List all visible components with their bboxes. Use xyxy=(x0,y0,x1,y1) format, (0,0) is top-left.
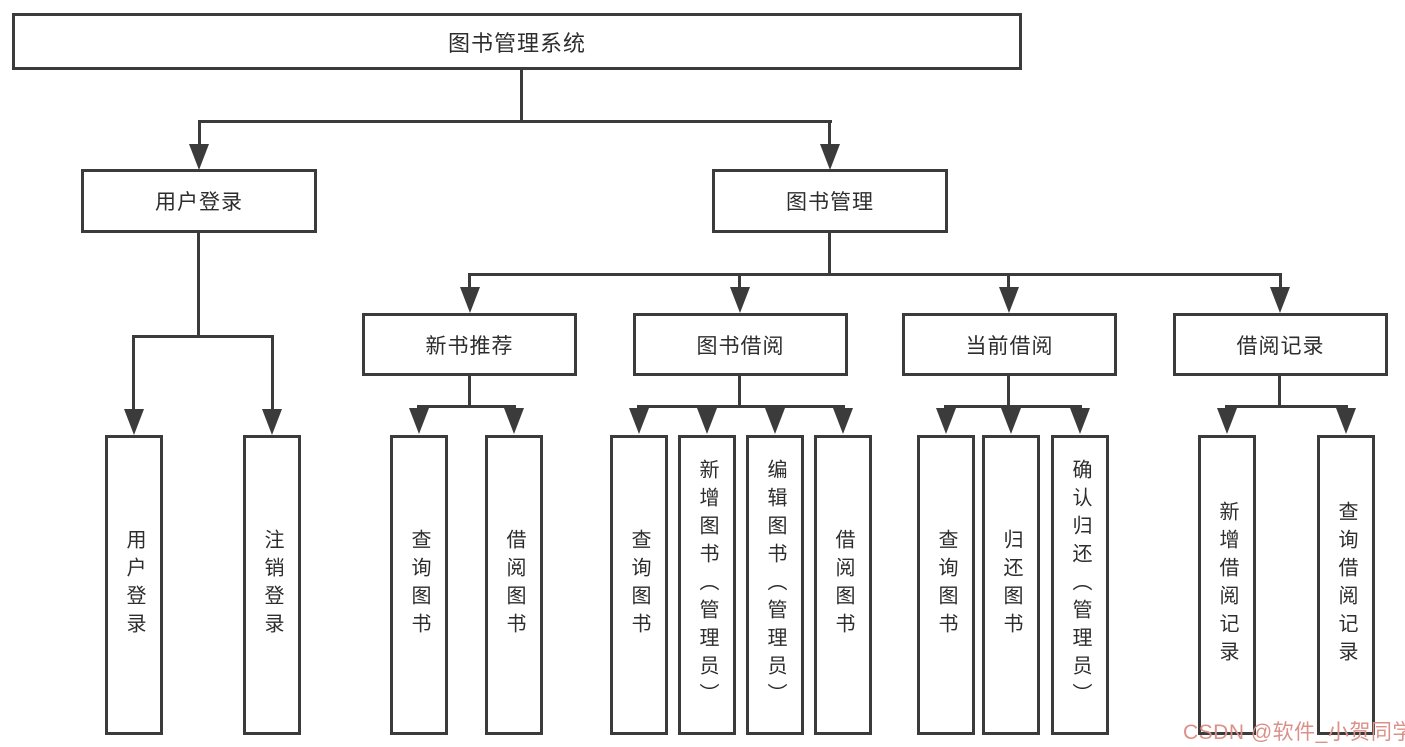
leaf-query-books-current: 查询图书 xyxy=(917,435,975,735)
arrow-down-icon xyxy=(936,408,956,434)
leaf-add-books-admin: 新增图书（管理员） xyxy=(678,435,736,735)
leaf-query-books-recommend: 查询图书 xyxy=(390,435,448,735)
arrow-down-icon xyxy=(999,287,1019,313)
arrow-down-icon xyxy=(833,408,853,434)
arrow-down-icon xyxy=(697,408,717,434)
connector-line xyxy=(1007,376,1010,405)
node-label: 借阅记录 xyxy=(1236,334,1325,358)
node-label: 编辑图书（管理员） xyxy=(764,459,786,711)
connector-line xyxy=(417,405,516,408)
leaf-add-borrow-record: 新增借阅记录 xyxy=(1198,435,1256,735)
node-user-login: 用户登录 xyxy=(81,169,317,233)
arrow-down-icon xyxy=(262,409,282,435)
connector-line xyxy=(1007,273,1010,287)
connector-line xyxy=(198,120,832,123)
connector-line xyxy=(828,233,831,273)
connector-line xyxy=(738,273,741,287)
node-label: 查询图书 xyxy=(408,529,430,641)
node-label: 确认归还（管理员） xyxy=(1069,459,1091,711)
node-label: 新增图书（管理员） xyxy=(696,459,718,711)
leaf-edit-books-admin: 编辑图书（管理员） xyxy=(746,435,804,735)
connector-line xyxy=(271,335,274,409)
node-label: 当前借阅 xyxy=(965,334,1054,358)
arrow-down-icon xyxy=(1217,408,1237,434)
connector-line xyxy=(197,233,200,335)
node-label: 图书管理系统 xyxy=(447,30,586,56)
arrow-down-icon xyxy=(1001,408,1021,434)
node-label: 用户登录 xyxy=(155,191,243,214)
node-label: 归还图书 xyxy=(1000,529,1022,641)
node-label: 新书推荐 xyxy=(425,334,514,358)
node-label: 借阅图书 xyxy=(832,529,854,641)
arrow-down-icon xyxy=(124,409,144,435)
arrow-down-icon xyxy=(1270,287,1290,313)
connector-line xyxy=(1278,376,1281,405)
arrow-down-icon xyxy=(460,287,480,313)
node-new-book-recommendation: 新书推荐 xyxy=(362,313,577,376)
arrow-down-icon xyxy=(504,408,524,434)
arrow-down-icon xyxy=(629,408,649,434)
watermark: CSDN @软件_小贺同学 xyxy=(1183,721,1405,744)
connector-line xyxy=(468,273,1282,276)
leaf-borrow-books: 借阅图书 xyxy=(814,435,872,735)
arrow-down-icon xyxy=(189,144,209,170)
leaf-query-borrow-record: 查询借阅记录 xyxy=(1317,435,1375,735)
node-label: 新增借阅记录 xyxy=(1216,501,1238,669)
arrow-down-icon xyxy=(765,408,785,434)
node-label: 查询图书 xyxy=(628,529,650,641)
node-label: 查询图书 xyxy=(935,529,957,641)
leaf-query-books-borrow: 查询图书 xyxy=(610,435,668,735)
leaf-borrow-books-recommend: 借阅图书 xyxy=(485,435,543,735)
node-borrowing-records: 借阅记录 xyxy=(1173,313,1388,376)
connector-line xyxy=(132,335,274,338)
node-book-management: 图书管理 xyxy=(712,169,948,233)
leaf-user-login: 用户登录 xyxy=(105,435,163,735)
connector-line xyxy=(468,273,471,287)
arrow-down-icon xyxy=(409,408,429,434)
connector-line xyxy=(198,120,201,144)
leaf-logout: 注销登录 xyxy=(243,435,301,735)
node-current-borrowing: 当前借阅 xyxy=(902,313,1117,376)
node-label: 图书管理 xyxy=(786,191,874,214)
connector-line xyxy=(132,335,135,409)
node-label: 注销登录 xyxy=(261,529,283,641)
node-book-borrowing: 图书借阅 xyxy=(633,313,848,376)
arrow-down-icon xyxy=(730,287,750,313)
connector-line xyxy=(1279,273,1282,287)
leaf-return-books: 归还图书 xyxy=(982,435,1040,735)
node-label: 借阅图书 xyxy=(503,529,525,641)
node-label: 图书借阅 xyxy=(696,334,785,358)
connector-line xyxy=(738,376,741,405)
node-label: 查询借阅记录 xyxy=(1335,501,1357,669)
connector-line xyxy=(944,405,1082,408)
connector-line xyxy=(828,120,831,144)
connector-line xyxy=(468,376,471,405)
arrow-down-icon xyxy=(820,144,840,170)
node-label: 用户登录 xyxy=(123,529,145,641)
arrow-down-icon xyxy=(1336,408,1356,434)
node-library-system: 图书管理系统 xyxy=(12,13,1022,70)
arrow-down-icon xyxy=(1070,408,1090,434)
connector-line xyxy=(637,405,845,408)
connector-line xyxy=(520,70,523,120)
connector-line xyxy=(1225,405,1348,408)
leaf-confirm-return-admin: 确认归还（管理员） xyxy=(1051,435,1109,735)
